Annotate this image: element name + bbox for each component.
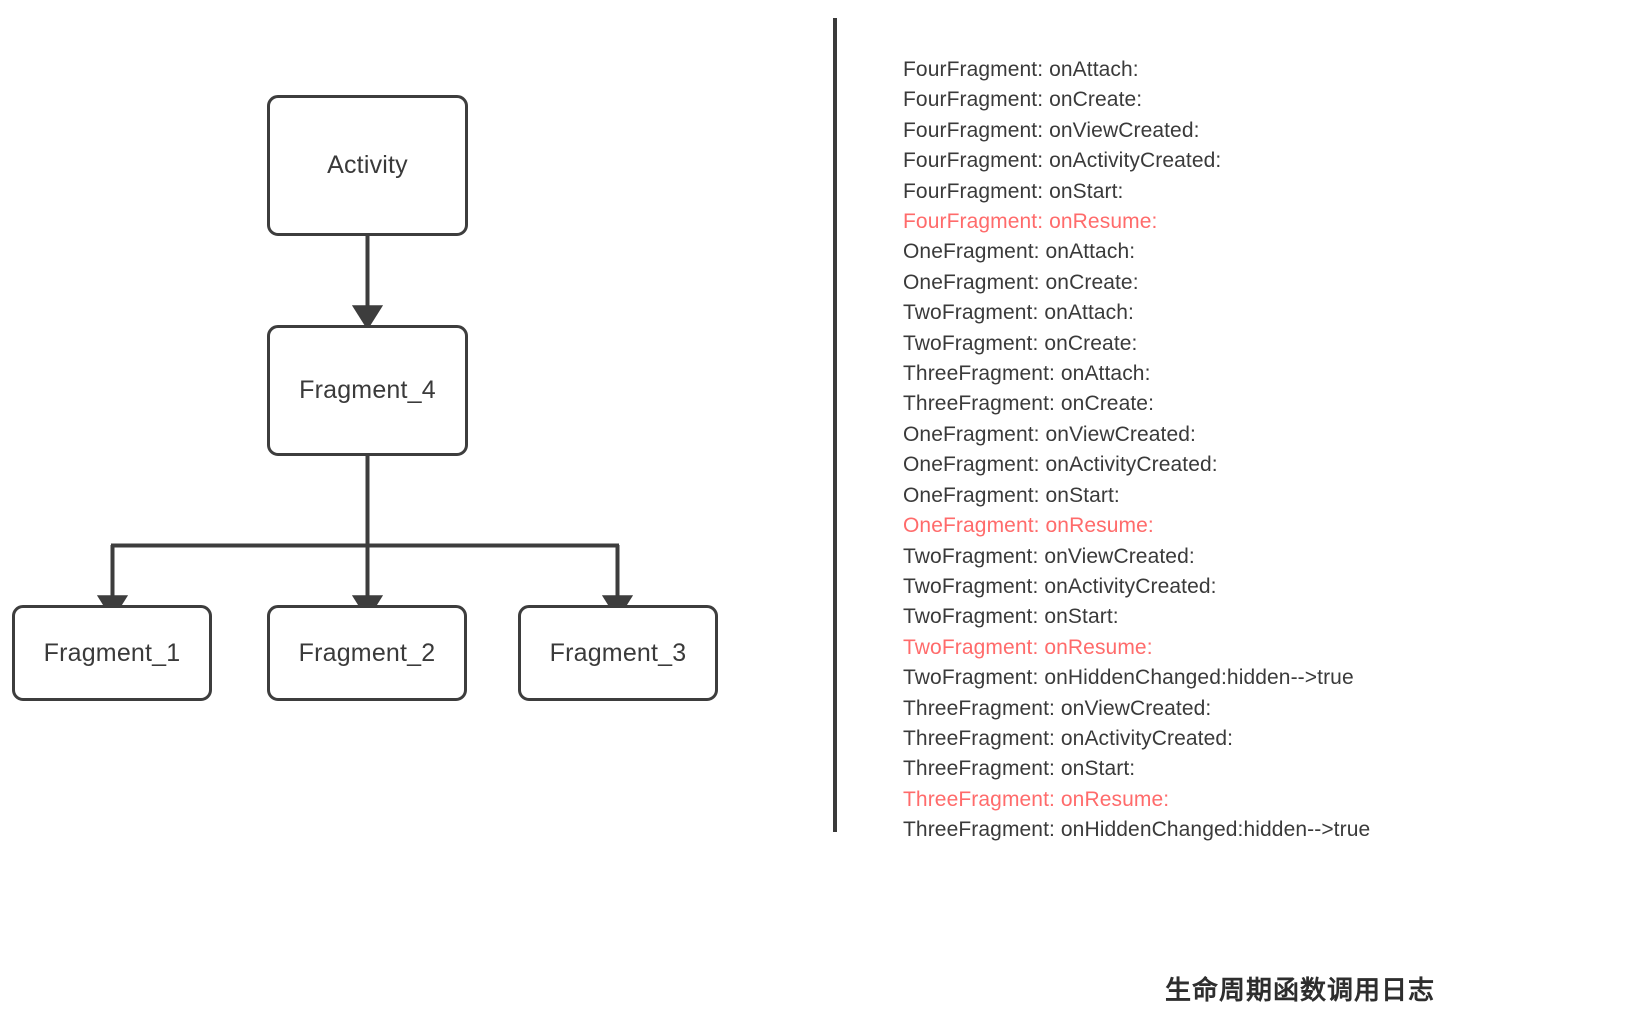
log-line: ThreeFragment: onCreate: <box>903 392 1155 416</box>
log-line: TwoFragment: onAttach: <box>903 301 1134 325</box>
node-fragment-2: Fragment_2 <box>267 605 467 701</box>
log-line: FourFragment: onActivityCreated: <box>903 149 1222 173</box>
diagram-connectors <box>96 236 634 620</box>
node-fragment-4-label: Fragment_4 <box>299 376 436 404</box>
log-line: OneFragment: onAttach: <box>903 240 1136 264</box>
panel-divider <box>833 18 837 832</box>
log-line: FourFragment: onStart: <box>903 179 1124 203</box>
log-line: OneFragment: onResume: <box>903 514 1154 538</box>
node-fragment-3-label: Fragment_3 <box>549 638 687 667</box>
node-fragment-1: Fragment_1 <box>12 605 212 701</box>
log-line: ThreeFragment: onActivityCreated: <box>903 726 1234 750</box>
log-line: TwoFragment: onCreate: <box>903 331 1138 355</box>
log-line: TwoFragment: onActivityCreated: <box>903 574 1217 598</box>
lifecycle-log-list: FourFragment: onAttach: FourFragment: onC… <box>903 55 1623 846</box>
log-line: TwoFragment: onStart: <box>903 605 1119 629</box>
log-line: TwoFragment: onResume: <box>903 635 1153 659</box>
log-line: ThreeFragment: onHiddenChanged:hidden-->… <box>903 818 1371 842</box>
log-caption: 生命周期函数调用日志 <box>1164 975 1435 1005</box>
log-line: ThreeFragment: onAttach: <box>903 362 1151 386</box>
log-line: FourFragment: onResume: <box>903 210 1158 234</box>
node-fragment-1-label: Fragment_1 <box>43 638 181 667</box>
log-line: FourFragment: onViewCreated: <box>903 118 1200 142</box>
log-line: OneFragment: onActivityCreated: <box>903 453 1218 477</box>
log-line: TwoFragment: onViewCreated: <box>903 544 1195 568</box>
log-line: FourFragment: onAttach: <box>903 58 1139 81</box>
node-activity: Activity <box>267 95 468 236</box>
log-line: OneFragment: onCreate: <box>903 270 1139 294</box>
node-fragment-4: Fragment_4 <box>267 325 468 456</box>
log-line: OneFragment: onViewCreated: <box>903 422 1196 446</box>
log-line: FourFragment: onCreate: <box>903 88 1143 112</box>
log-line: TwoFragment: onHiddenChanged:hidden-->tr… <box>903 666 1354 690</box>
node-fragment-3: Fragment_3 <box>518 605 718 701</box>
fragment-hierarchy-diagram: Activity Fragment_4 Fragment_1 Fragment_… <box>12 95 718 701</box>
log-line: OneFragment: onStart: <box>903 483 1120 507</box>
log-line: ThreeFragment: onStart: <box>903 757 1136 781</box>
node-activity-label: Activity <box>327 151 408 179</box>
node-fragment-2-label: Fragment_2 <box>298 638 436 667</box>
log-line: ThreeFragment: onViewCreated: <box>903 696 1212 720</box>
log-line: ThreeFragment: onResume: <box>903 787 1170 811</box>
